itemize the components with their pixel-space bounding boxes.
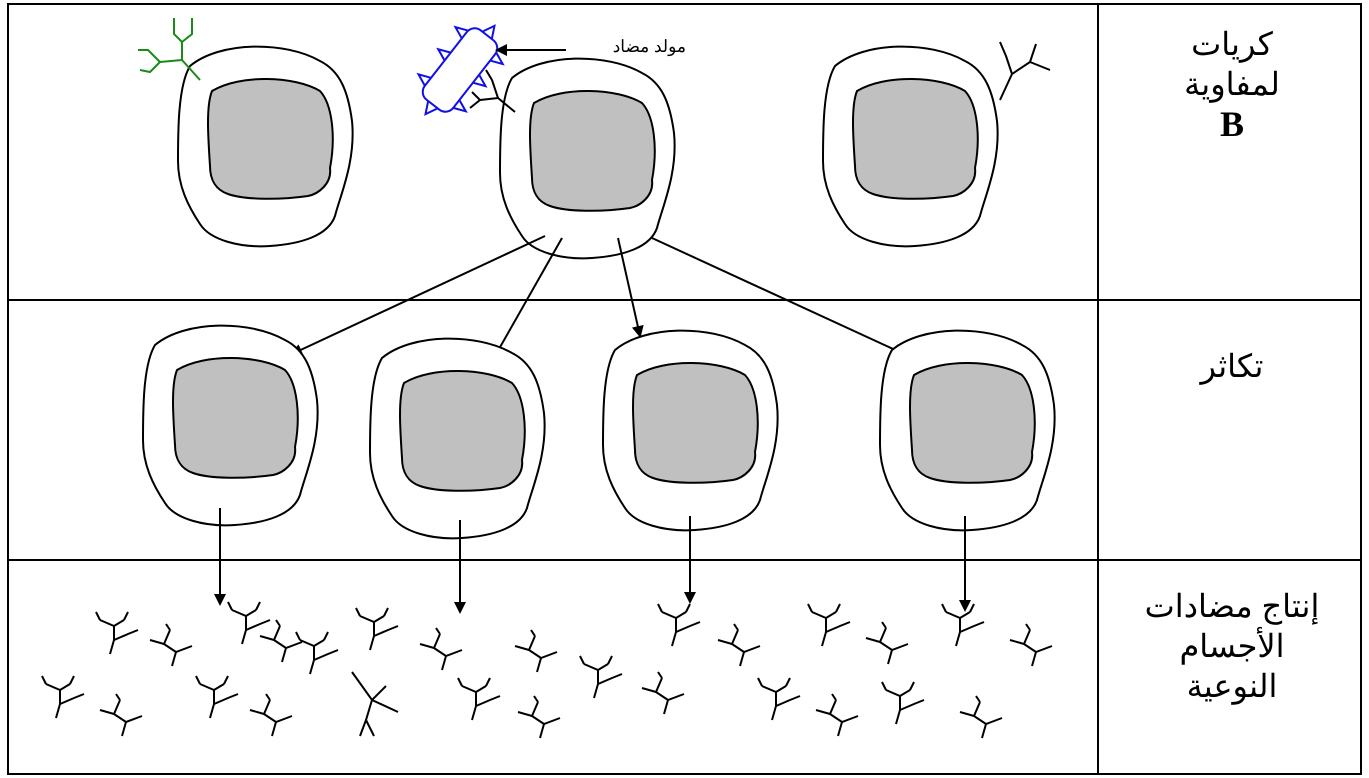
antibody-icon xyxy=(657,603,701,647)
antibody-icon xyxy=(641,671,685,715)
antigen-label: مولد مضاد xyxy=(612,37,686,56)
antibody-icon xyxy=(95,611,139,655)
antibodies-group xyxy=(41,601,1053,739)
antibody-icon xyxy=(514,629,558,673)
antibody-icon xyxy=(295,631,339,675)
production-line1: إنتاج مضادات xyxy=(1144,588,1320,624)
antibody-icon xyxy=(865,621,909,665)
row-label-production: إنتاج مضادات الأجسام النوعية xyxy=(1100,586,1364,706)
antibody-icon xyxy=(959,695,1003,739)
b-cell-left xyxy=(177,45,354,248)
row-label-b-cells: كريات لمفاوية B xyxy=(1100,24,1364,144)
antibody-icon xyxy=(517,695,561,739)
clone-cell-1 xyxy=(142,324,319,527)
table-border xyxy=(7,3,1362,775)
antibody-icon xyxy=(579,655,623,699)
antibody-icon xyxy=(881,681,925,725)
antibody-icon xyxy=(195,675,239,719)
antibody-icon xyxy=(351,671,399,737)
antibody-icon xyxy=(815,693,859,737)
antibody-icon xyxy=(457,677,501,721)
antibody-icon xyxy=(941,603,985,647)
green-receptor-icon xyxy=(138,18,201,81)
proliferation-line1: تكاثر xyxy=(1200,348,1264,384)
row-label-proliferation: تكاثر xyxy=(1100,346,1364,386)
antibody-icon xyxy=(355,607,399,651)
proliferation-arrow-3 xyxy=(617,237,644,338)
antibody-icon xyxy=(1009,623,1053,667)
antibody-icon xyxy=(99,693,143,737)
antigen-icon xyxy=(416,24,505,116)
antibody-icon xyxy=(41,675,85,719)
proliferation-arrow-1 xyxy=(290,235,546,356)
b-cell-activated xyxy=(499,57,676,260)
clone-cell-3 xyxy=(602,329,779,532)
proliferation-arrow-2 xyxy=(494,237,563,358)
antibody-icon xyxy=(249,693,293,737)
production-line2: الأجسام xyxy=(1179,628,1285,664)
receptor-bound-icon xyxy=(469,69,516,113)
b-cell-right xyxy=(822,45,999,248)
b-cells-line2: لمفاوية xyxy=(1184,66,1280,102)
antibody-icon xyxy=(419,627,463,671)
antibody-icon xyxy=(757,677,801,721)
antibody-icon xyxy=(807,603,851,647)
b-cells-line1: كريات xyxy=(1191,26,1273,62)
clone-cell-2 xyxy=(369,337,546,540)
antibody-icon xyxy=(149,623,193,667)
antibody-icon xyxy=(717,623,761,667)
proliferation-arrow-4 xyxy=(651,237,906,356)
b-cells-line3: B xyxy=(1219,104,1244,144)
antibody-icon xyxy=(259,619,303,663)
production-line3: النوعية xyxy=(1186,668,1278,704)
clone-cell-4 xyxy=(879,329,1056,532)
receptor-right-icon xyxy=(999,41,1051,101)
